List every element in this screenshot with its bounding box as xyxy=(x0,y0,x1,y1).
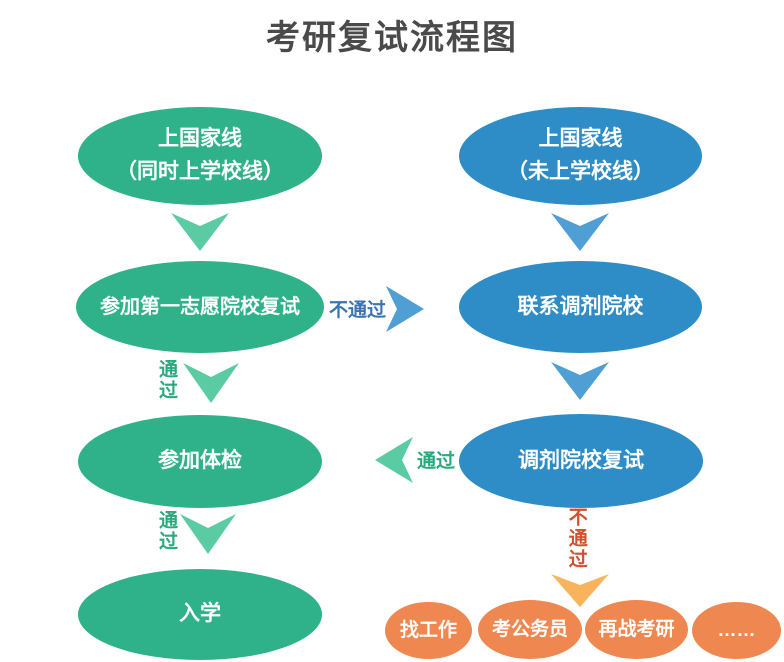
node-pass-national-and-school: 上国家线 （同时上学校线） xyxy=(78,107,322,205)
down-arrow-icon xyxy=(180,514,236,559)
right-arrow-icon xyxy=(386,286,424,337)
down-arrow-icon xyxy=(551,362,609,405)
node-ellipsis-other: …… xyxy=(692,602,781,659)
node-line: 调剂院校复试 xyxy=(518,448,644,472)
page-title: 考研复试流程图 xyxy=(266,19,518,57)
edge-label-pass: 通过 xyxy=(156,510,177,552)
node-line: …… xyxy=(717,619,756,641)
edge-label-fail: 不通过 xyxy=(329,300,387,321)
node-civil-service-exam: 考公务员 xyxy=(478,600,582,659)
down-arrow-icon xyxy=(551,574,609,612)
edge-label-fail: 不通过 xyxy=(565,507,587,570)
node-line: （同时上学校线） xyxy=(116,160,284,183)
node-first-choice-retest: 参加第一志愿院校复试 xyxy=(76,261,324,353)
down-arrow-icon xyxy=(551,213,609,256)
node-line: 参加体检 xyxy=(158,449,242,473)
node-retry-exam: 再战考研 xyxy=(585,600,688,659)
down-arrow-icon xyxy=(171,213,229,256)
node-line: 参加第一志愿院校复试 xyxy=(100,295,300,318)
node-line: 上国家线 xyxy=(158,127,242,151)
node-line: （未上学校线） xyxy=(507,160,654,183)
node-line: 联系调剂院校 xyxy=(517,294,644,318)
node-physical-exam: 参加体检 xyxy=(78,415,322,508)
edge-label-pass: 通过 xyxy=(417,451,456,472)
left-arrow-icon xyxy=(375,437,413,488)
node-enrollment: 入学 xyxy=(78,569,322,660)
down-arrow-icon xyxy=(183,363,239,408)
node-contact-adjustment-school: 联系调剂院校 xyxy=(459,261,702,353)
node-line: 入学 xyxy=(179,602,221,626)
node-line: 找工作 xyxy=(399,619,457,641)
node-line: 考公务员 xyxy=(491,618,568,640)
node-adjustment-school-retest: 调剂院校复试 xyxy=(459,414,703,508)
node-line: 上国家线 xyxy=(538,127,623,151)
node-line: 再战考研 xyxy=(598,618,675,640)
edge-label-pass: 通过 xyxy=(156,359,177,401)
node-pass-national-not-school: 上国家线 （未上学校线） xyxy=(459,107,702,205)
node-find-job: 找工作 xyxy=(385,602,472,659)
